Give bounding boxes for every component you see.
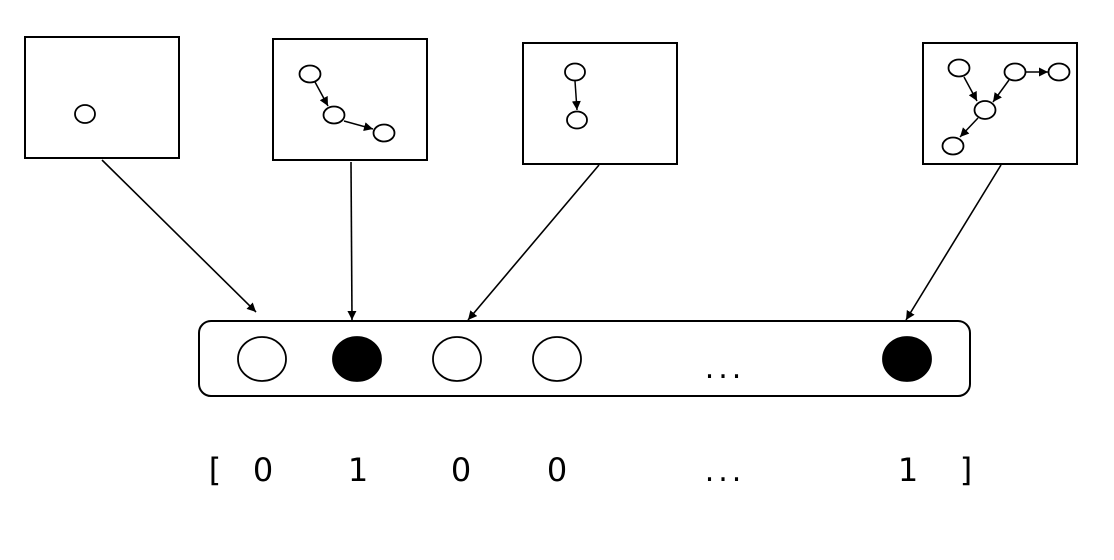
graph-edge [992, 79, 1010, 103]
mapping-arrow-3 [467, 164, 600, 321]
graph-node [973, 100, 997, 120]
graph-node [322, 105, 346, 125]
vector-slot-1 [237, 336, 287, 382]
graph-node [1003, 62, 1027, 82]
graph-edge [314, 81, 329, 107]
vector-slot-5 [882, 336, 932, 382]
graph-node [298, 64, 322, 84]
bit-value-5: ... [705, 454, 746, 489]
graph-node [947, 58, 971, 78]
graph-node [566, 110, 588, 130]
graph-node [1047, 62, 1071, 82]
vector-slot-4 [532, 336, 582, 382]
bit-value-2: 1 [348, 451, 368, 489]
vector-slot-2 [332, 336, 382, 382]
subgraph-box-4 [922, 42, 1078, 165]
mapping-arrow-1 [101, 159, 257, 313]
subgraph-box-1 [24, 36, 180, 159]
bit-value-6: 1 [898, 451, 918, 489]
fingerprint-vector: ... [198, 320, 971, 397]
open-bracket: [ [209, 451, 221, 489]
mapping-arrow-2 [347, 161, 357, 321]
bit-value-4: 0 [547, 451, 567, 489]
graph-edge [959, 117, 979, 138]
vector-slot-3 [432, 336, 482, 382]
graph-node [74, 104, 96, 124]
bit-vector: [ 0 1 0 0... 1 ] [209, 451, 972, 489]
mapping-arrow-4 [905, 164, 1002, 321]
graph-edge [963, 76, 978, 102]
bit-value-3: 0 [451, 451, 471, 489]
vector-ellipsis: ... [705, 351, 746, 386]
graph-node [564, 62, 586, 82]
graph-edge [343, 120, 374, 131]
graph-node [372, 123, 396, 143]
graph-node [941, 136, 965, 156]
subgraph-box-2 [272, 38, 428, 161]
close-bracket: ] [960, 451, 972, 489]
bit-value-1: 0 [253, 451, 273, 489]
graph-edge [571, 80, 581, 111]
subgraph-box-3 [522, 42, 678, 165]
